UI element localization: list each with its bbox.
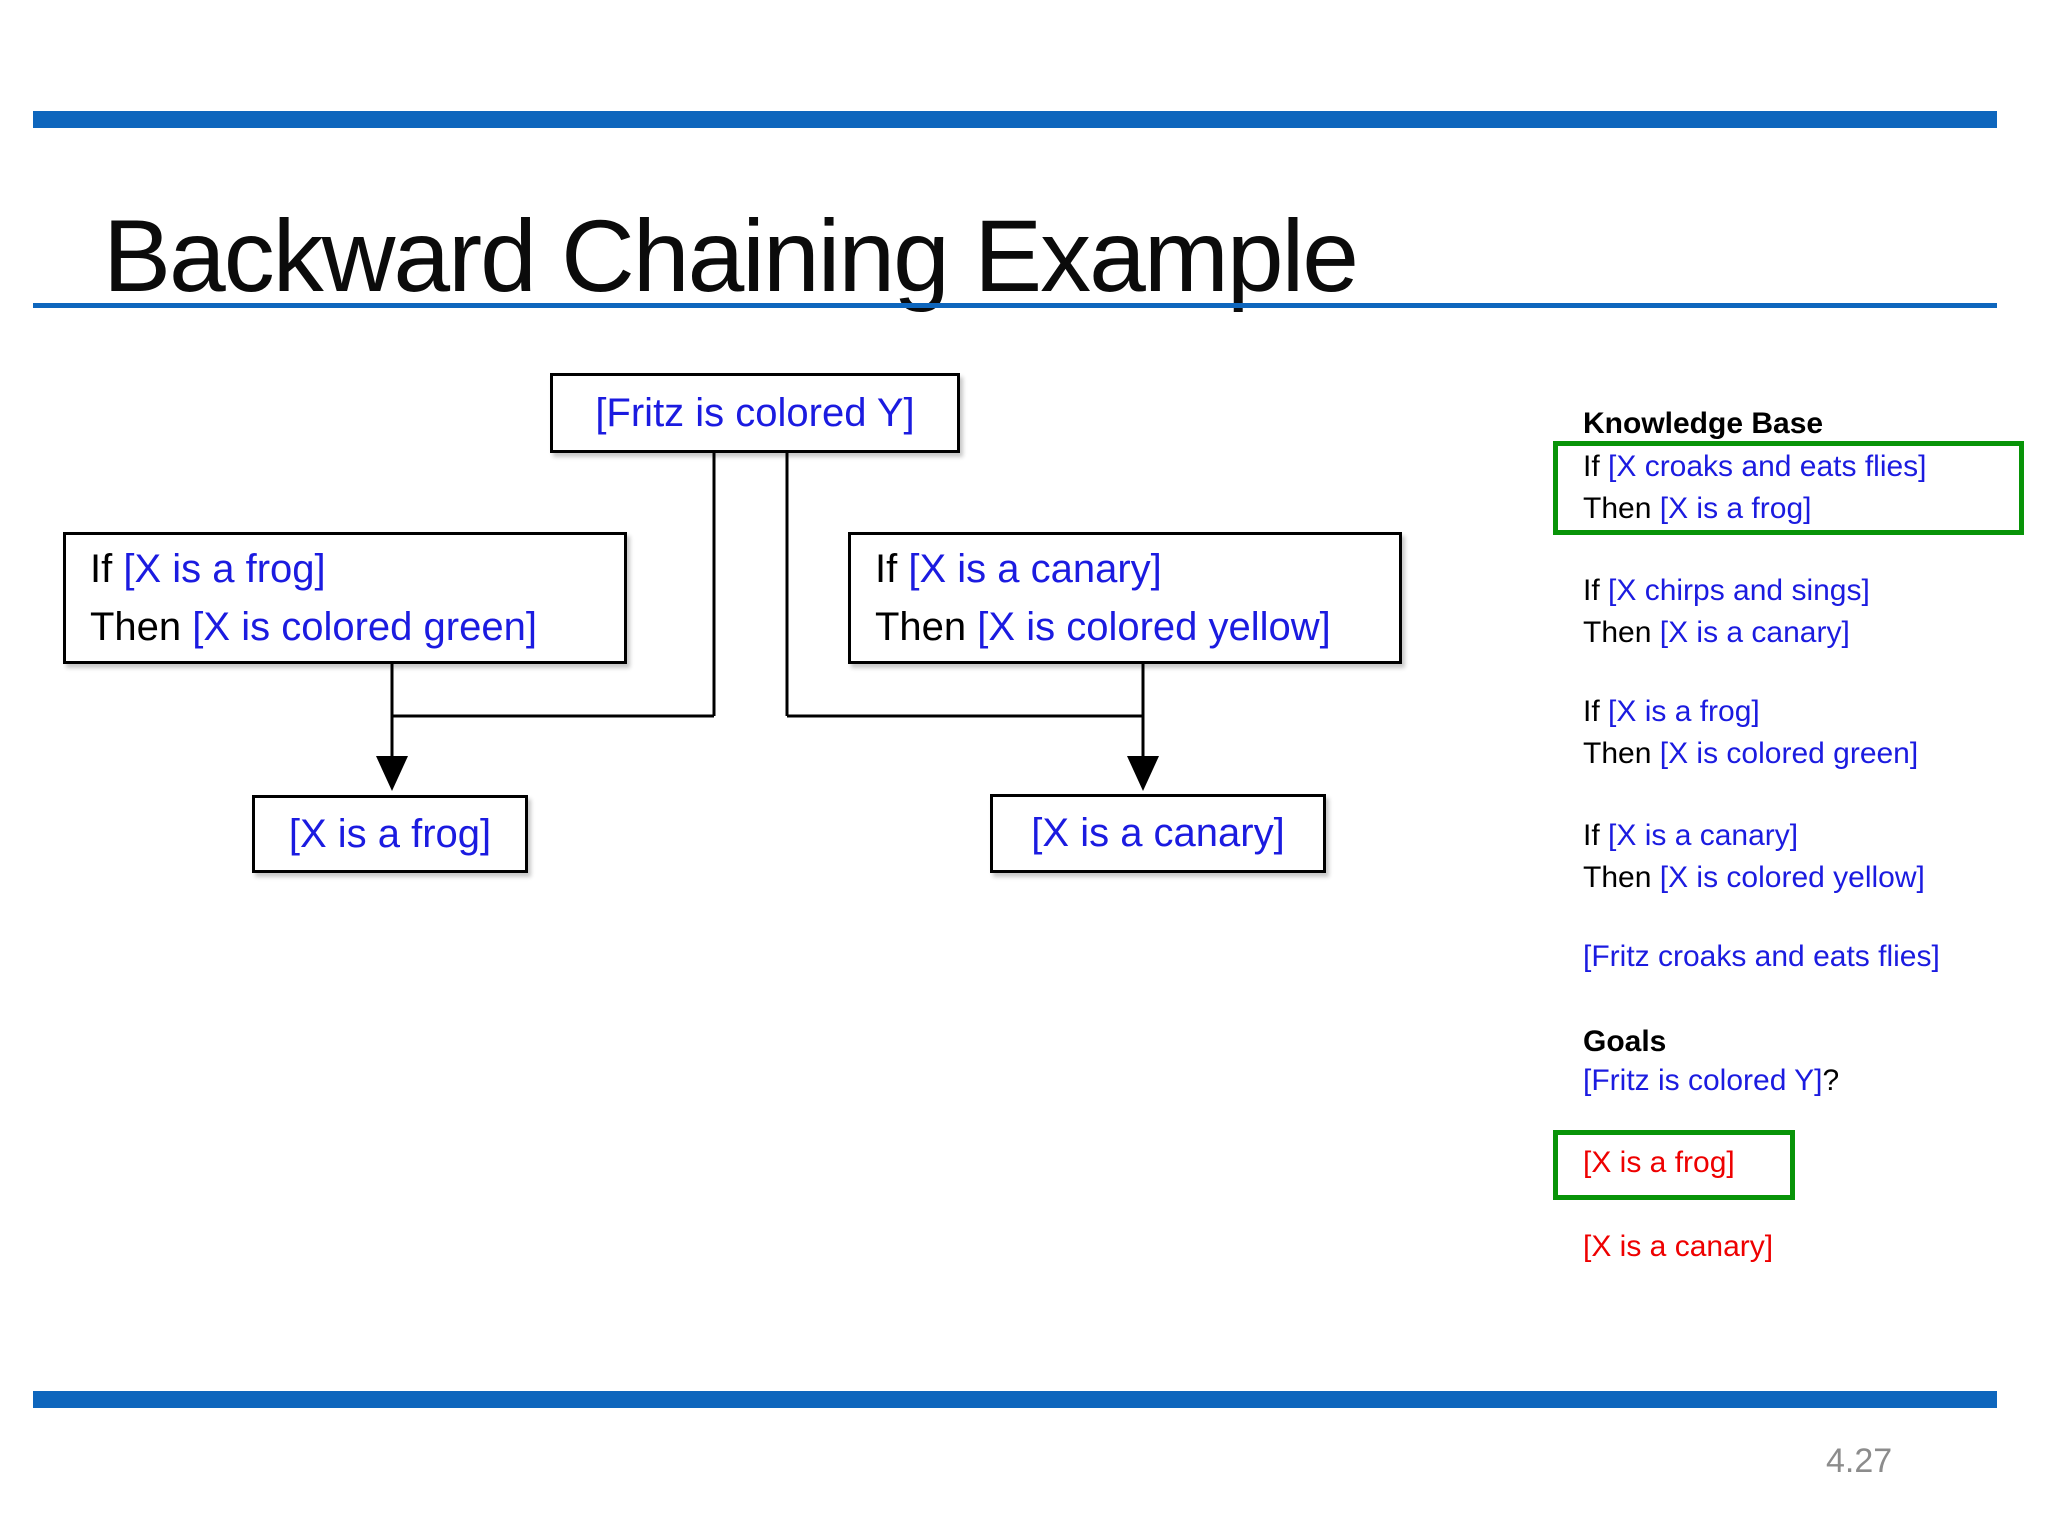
arrowhead-left	[376, 756, 408, 791]
knowledge-base-heading: Knowledge Base	[1583, 407, 1824, 440]
goal-box: [Fritz is colored Y]	[550, 373, 960, 453]
kb-rule-4-then: Then [X is colored yellow]	[1583, 861, 1925, 894]
leaf-box-canary-text: [X is a canary]	[1031, 811, 1285, 855]
kb-rule-2: If [X chirps and sings] Then [X is a can…	[1583, 570, 1870, 654]
slide-title: Backward Chaining Example	[103, 199, 1359, 314]
subgoal-frog-highlight-box: [X is a frog]	[1553, 1130, 1795, 1200]
subgoal-canary-text: [X is a canary]	[1583, 1230, 1774, 1263]
goal-query: [Fritz is colored Y]?	[1583, 1060, 1839, 1102]
kb-rule-1-if: If [X croaks and eats flies]	[1583, 450, 1927, 483]
leaf-box-canary: [X is a canary]	[990, 794, 1326, 873]
kb-rule-3-then: Then [X is colored green]	[1583, 737, 1919, 770]
kb-rule-3: If [X is a frog] Then [X is colored gree…	[1583, 691, 1918, 775]
kb-rule-4-if: If [X is a canary]	[1583, 819, 1799, 852]
goal-query-question-mark: ?	[1822, 1064, 1840, 1097]
rule-if-line: If [X is a frog]	[90, 547, 326, 591]
rule-then-line: Then [X is colored yellow]	[875, 605, 1331, 649]
kb-rule-2-if: If [X chirps and sings]	[1583, 574, 1870, 607]
rule-box-frog-green: If [X is a frog] Then [X is colored gree…	[63, 532, 627, 664]
arrowhead-right	[1127, 756, 1159, 791]
leaf-box-frog: [X is a frog]	[252, 795, 528, 873]
kb-rule-4: If [X is a canary] Then [X is colored ye…	[1583, 815, 1925, 899]
page-number: 4.27	[1826, 1442, 1893, 1480]
kb-rule-1-highlight-box: If [X croaks and eats flies] Then [X is …	[1553, 441, 2024, 535]
bottom-accent-bar	[33, 1391, 1997, 1408]
rule-then-line: Then [X is colored green]	[90, 605, 537, 649]
goal-box-text: [Fritz is colored Y]	[595, 390, 915, 435]
goals-heading: Goals	[1583, 1025, 1667, 1058]
kb-rule-1-then: Then [X is a frog]	[1583, 492, 1812, 525]
leaf-box-frog-text: [X is a frog]	[288, 811, 492, 856]
kb-rule-2-then: Then [X is a canary]	[1583, 616, 1850, 649]
rule-box-canary-yellow: If [X is a canary] Then [X is colored ye…	[848, 532, 1402, 664]
top-accent-bar	[33, 111, 1997, 128]
rule-if-line: If [X is a canary]	[875, 547, 1162, 591]
kb-fact: [Fritz croaks and eats flies]	[1583, 940, 1940, 973]
subgoal-frog-text: [X is a frog]	[1583, 1146, 1735, 1179]
goal-query-text: [Fritz is colored Y]	[1583, 1064, 1823, 1097]
kb-rule-3-if: If [X is a frog]	[1583, 695, 1760, 728]
title-divider	[33, 303, 1997, 308]
